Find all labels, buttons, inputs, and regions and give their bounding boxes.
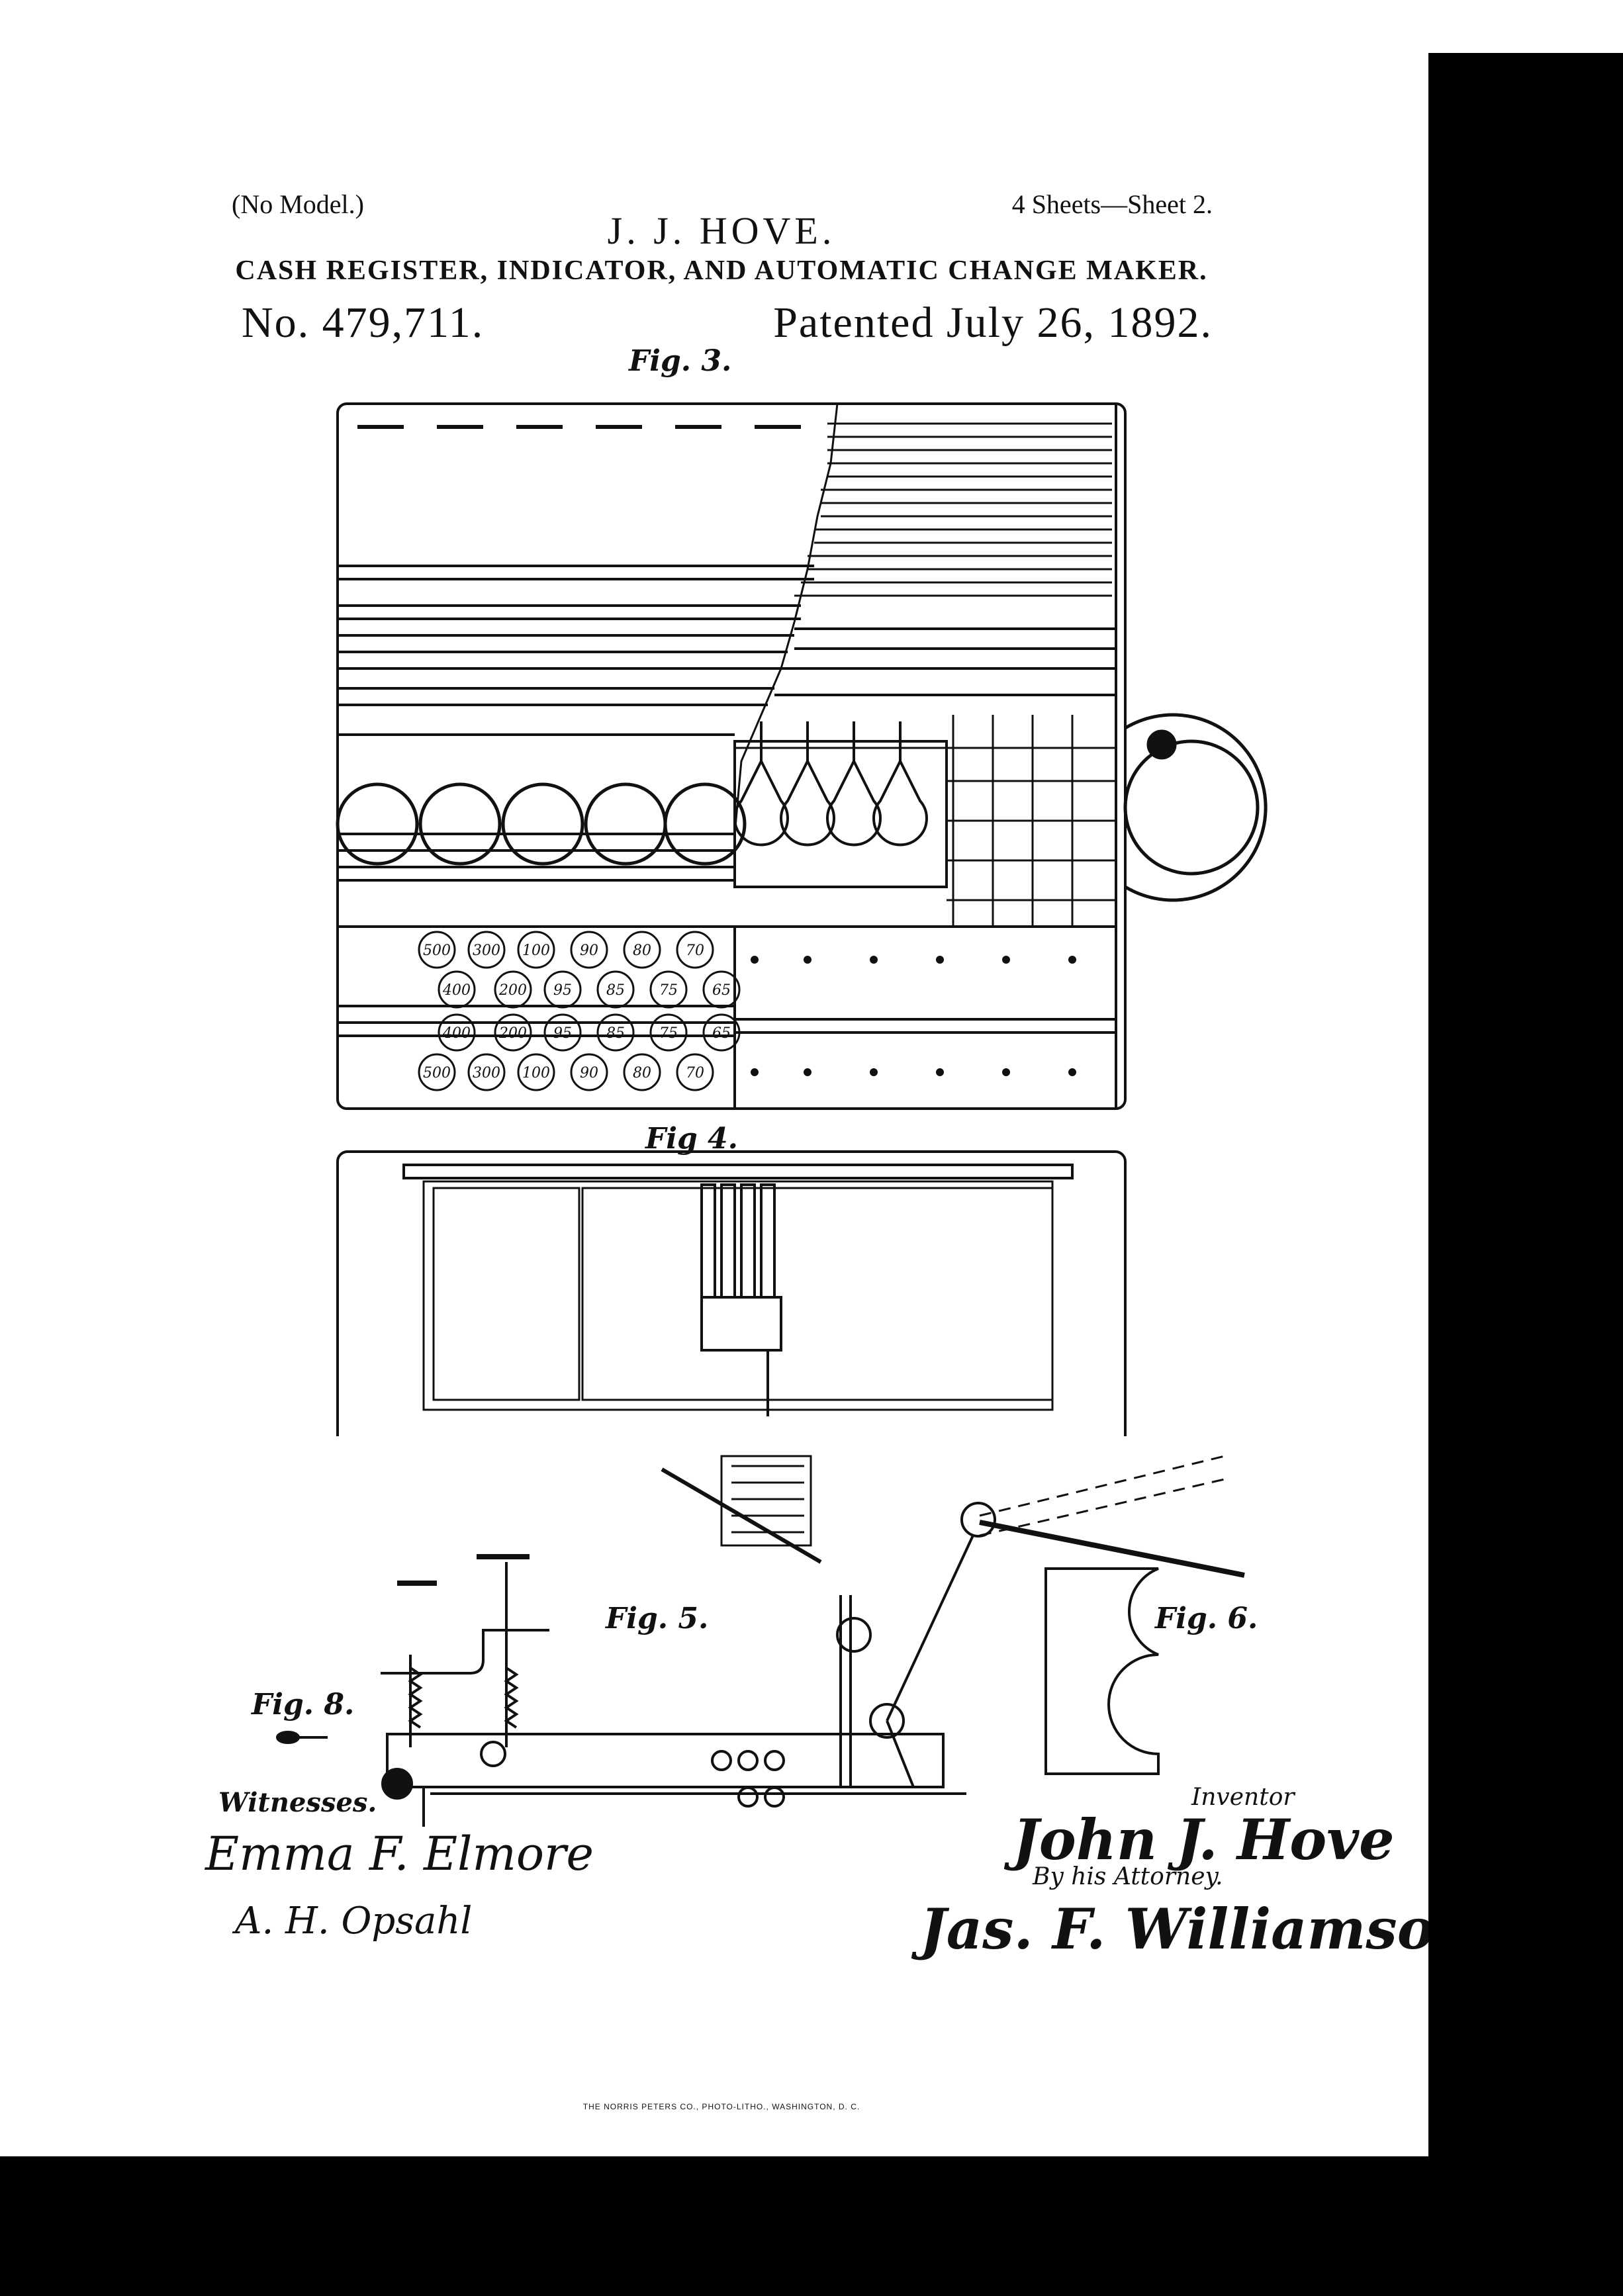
fig3-hatched-bars xyxy=(794,422,1112,597)
key-label: 75 xyxy=(659,982,678,999)
key-label: 90 xyxy=(580,942,598,959)
patent-number: No. 479,711. xyxy=(242,298,485,347)
scan-border-bottom xyxy=(0,2156,1456,2296)
key-label: 65 xyxy=(712,1025,731,1042)
fig4-frame xyxy=(336,1150,1127,1436)
key-label: 200 xyxy=(498,982,527,999)
inventor-label: Inventor xyxy=(1191,1784,1295,1811)
fig6-plate xyxy=(1044,1567,1160,1775)
patent-title: CASH REGISTER, INDICATOR, AND AUTOMATIC … xyxy=(235,255,1208,286)
fig4-tally-rods xyxy=(700,1183,782,1416)
key-label: 300 xyxy=(473,942,500,959)
fig8-label: Fig. 8. xyxy=(252,1688,355,1722)
inventor-name: J. J. HOVE. xyxy=(607,209,836,252)
printer-credit: THE NORRIS PETERS CO., PHOTO-LITHO., WAS… xyxy=(582,2102,860,2111)
fig5-mechanism xyxy=(381,1455,1245,1827)
fig3-grid xyxy=(735,715,1116,927)
fig3-tube-holders xyxy=(733,721,948,888)
fig5-label: Fig. 5. xyxy=(606,1602,709,1635)
witness1-signature: Emma F. Elmore xyxy=(205,1827,594,1881)
key-label: 400 xyxy=(442,1025,471,1042)
key-label: 80 xyxy=(633,942,651,959)
key-label: 400 xyxy=(442,982,471,999)
key-label: 95 xyxy=(553,982,572,999)
witnesses-label: Witnesses. xyxy=(218,1787,377,1818)
sheet-number: 4 Sheets—Sheet 2. xyxy=(1011,189,1213,219)
key-label: 95 xyxy=(553,1025,572,1042)
attorney-signature: Jas. F. Williamson xyxy=(920,1896,1475,1962)
key-label: 300 xyxy=(473,1065,500,1081)
key-label: 70 xyxy=(686,1065,704,1081)
witness2-signature: A. H. Opsahl xyxy=(235,1900,473,1943)
key-label: 100 xyxy=(522,942,550,959)
fig4-label: Fig 4. xyxy=(645,1122,738,1156)
key-label: 85 xyxy=(606,982,625,999)
key-label: 200 xyxy=(498,1025,527,1042)
fig3-coin-tubes xyxy=(336,782,747,866)
key-label: 75 xyxy=(659,1025,678,1042)
no-model-label: (No Model.) xyxy=(232,189,364,219)
key-label: 80 xyxy=(633,1065,651,1081)
inventor-signature: John J. Hove xyxy=(1013,1807,1395,1872)
fig8-key xyxy=(276,1731,328,1744)
key-label: 500 xyxy=(423,1065,451,1081)
fig3-keys xyxy=(418,931,741,1091)
scan-border-right xyxy=(1428,53,1623,2296)
coin-values: 500 300 100 90 80 70 400 200 95 85 75 65… xyxy=(423,942,731,1081)
attorney-label: By his Attorney. xyxy=(1033,1863,1223,1890)
patent-drawing: 500 300 100 90 80 70 400 200 95 85 75 65… xyxy=(276,402,1268,1827)
key-label: 85 xyxy=(606,1025,625,1042)
fig3-rivets xyxy=(751,956,1076,1076)
key-label: 70 xyxy=(686,942,704,959)
fig3-frame xyxy=(336,402,1127,1110)
key-label: 90 xyxy=(580,1065,598,1081)
fig3-wheel xyxy=(1123,713,1268,902)
fig3-bands xyxy=(338,565,1116,1109)
key-label: 65 xyxy=(712,982,731,999)
patent-date: Patented July 26, 1892. xyxy=(773,298,1213,347)
fig6-label: Fig. 6. xyxy=(1155,1602,1258,1635)
fig3-label: Fig. 3. xyxy=(629,344,732,378)
key-label: 500 xyxy=(423,942,451,959)
key-label: 100 xyxy=(522,1065,550,1081)
